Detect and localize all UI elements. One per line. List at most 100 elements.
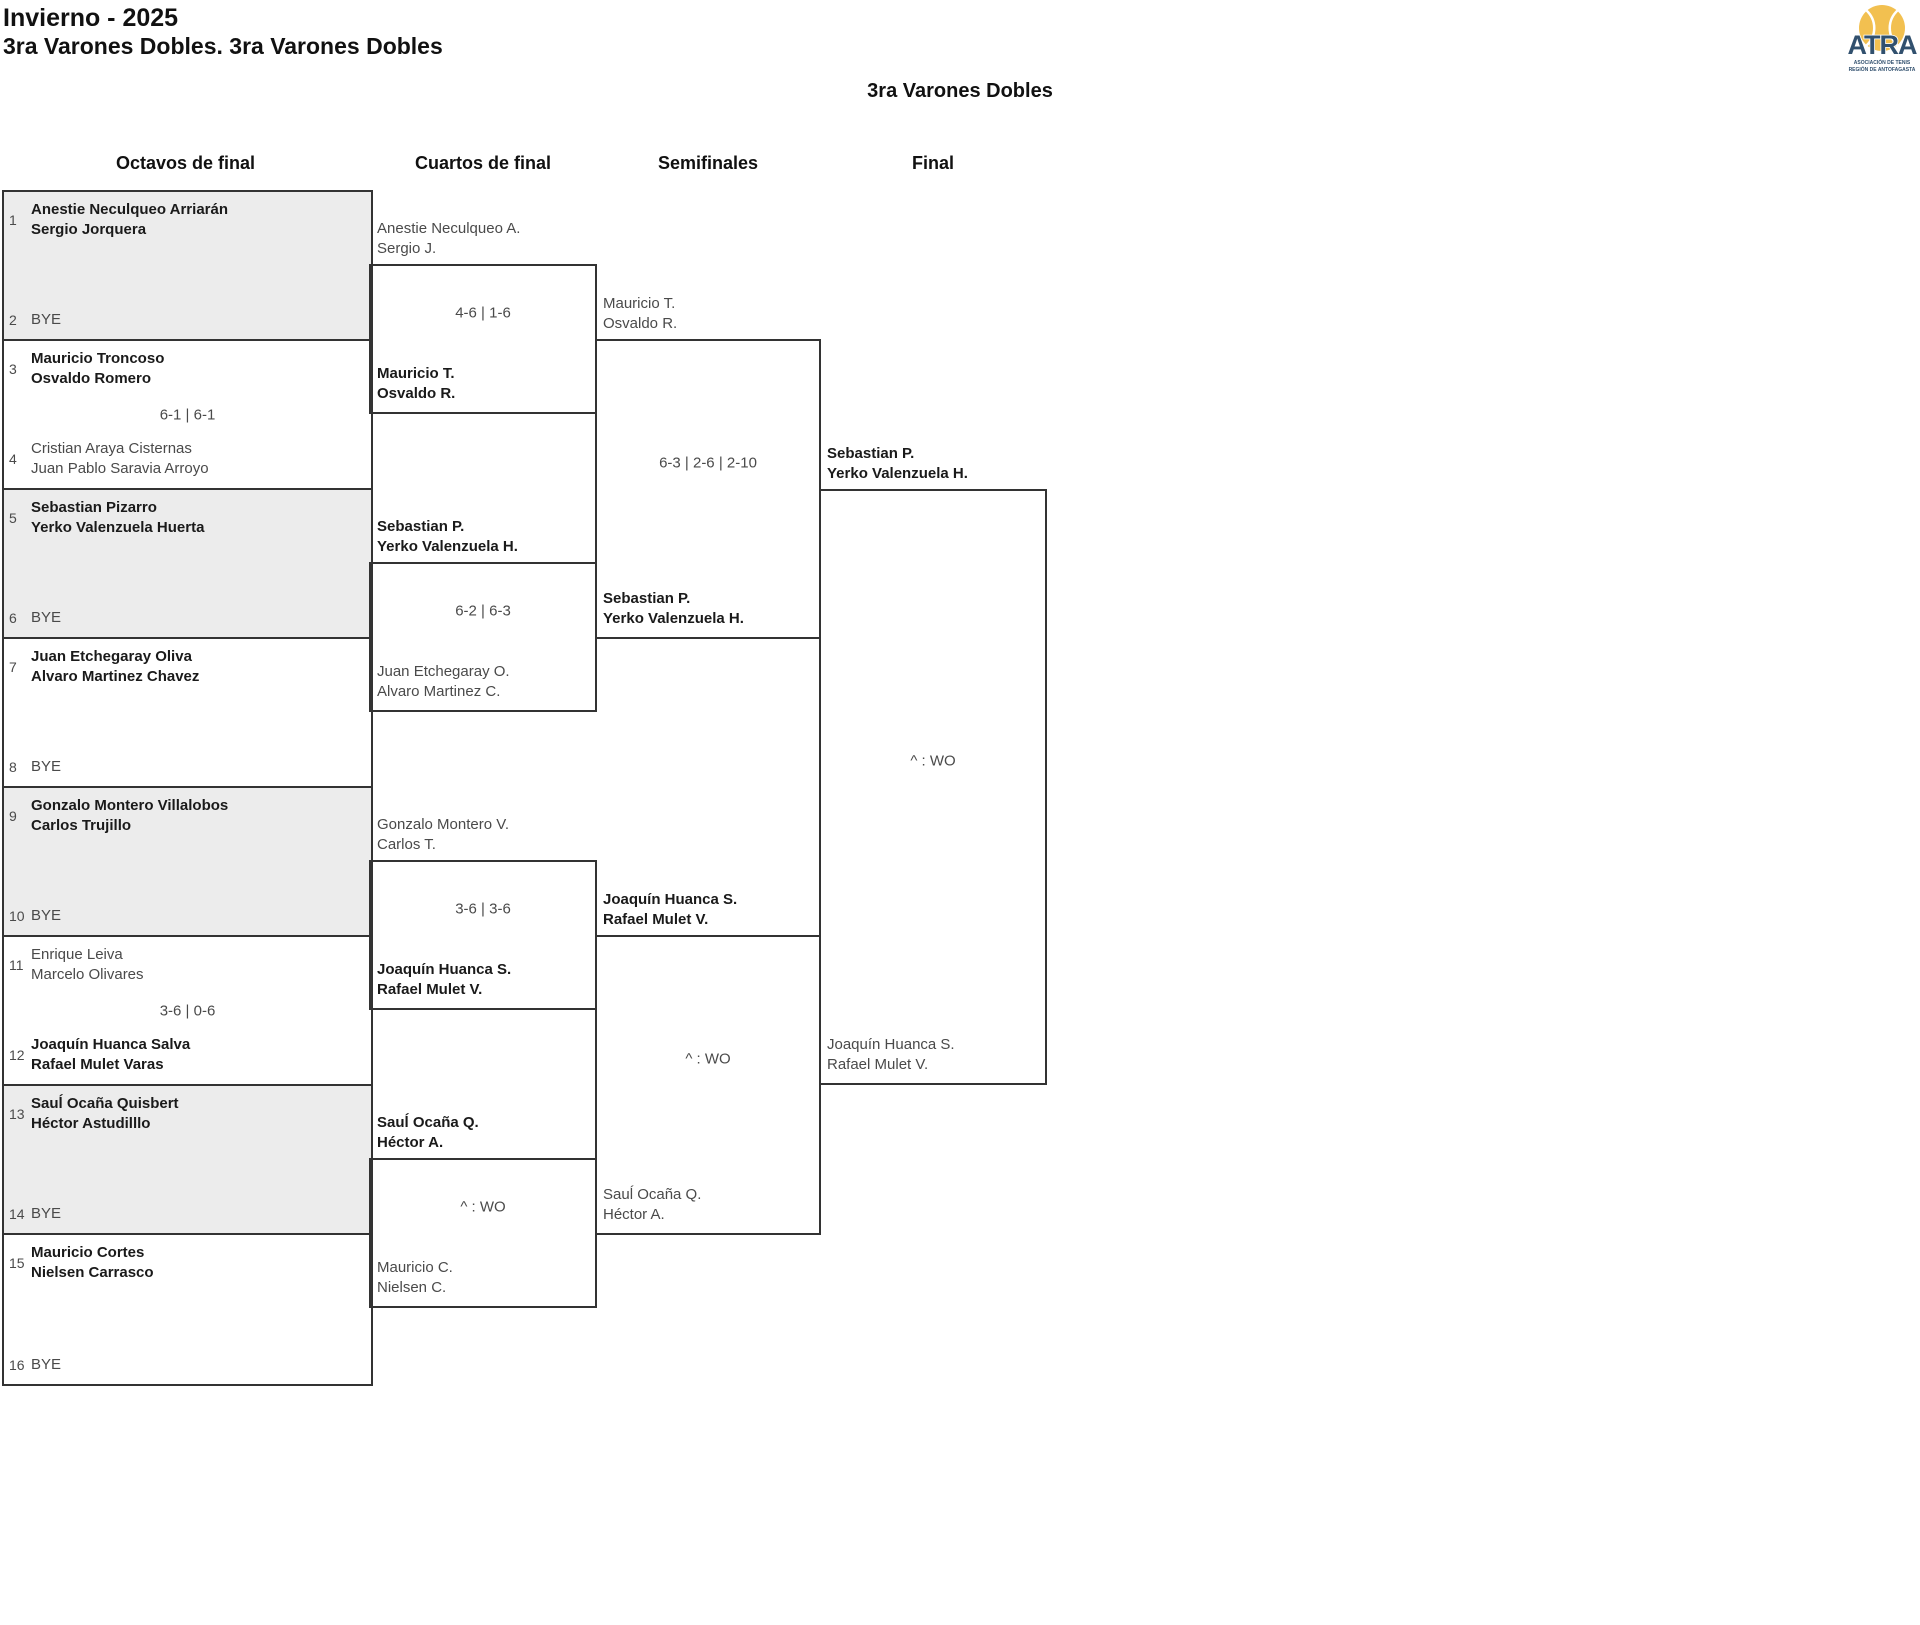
team-name: Anestie Neculqueo A. Sergio J.	[377, 220, 521, 257]
page-subtitle: 3ra Varones Dobles. 3ra Varones Dobles	[3, 33, 443, 59]
team-name: Anestie Neculqueo Arriarán Sergio Jorque…	[31, 201, 228, 238]
team-name: BYE	[31, 758, 62, 775]
seed-number: 6	[9, 610, 17, 626]
team-name: BYE	[31, 311, 62, 328]
seed-number: 13	[9, 1106, 25, 1122]
match-box-octavos-8: 15 Mauricio Cortes Nielsen Carrasco 16 B…	[4, 1235, 371, 1384]
bracket-round-octavos: 1 Anestie Neculqueo Arriarán Sergio Jorq…	[2, 190, 373, 1386]
match-box-octavos-3: 5 Sebastian Pizarro Yerko Valenzuela Hue…	[4, 490, 371, 639]
team-name: Mauricio Cortes Nielsen Carrasco	[31, 1244, 154, 1281]
match-box-semifinal-1: Mauricio T. Osvaldo R. 6-3 | 2-6 | 2-10 …	[595, 295, 821, 639]
seed-number: 2	[9, 312, 17, 328]
seed-number: 10	[9, 908, 25, 924]
match-box-semifinal-2: Joaquín Huanca S. Rafael Mulet V. ^ : WO…	[595, 891, 821, 1235]
team-name: Cristian Araya Cisternas Juan Pablo Sara…	[31, 440, 209, 477]
match-score: ^ : WO	[910, 752, 956, 770]
logo-wordmark: ATRA	[1848, 30, 1917, 60]
team-name: BYE	[31, 609, 62, 626]
team-name: BYE	[31, 907, 62, 924]
team-slot: 3 Mauricio Troncoso Osvaldo Romero	[4, 349, 371, 389]
team-name: Mauricio Troncoso Osvaldo Romero	[31, 350, 165, 387]
seed-number: 8	[9, 759, 17, 775]
team-name: Sauĺ Ocaña Q. Héctor A.	[603, 1186, 702, 1223]
team-slot: 4 Cristian Araya Cisternas Juan Pablo Sa…	[4, 439, 371, 479]
logo-subtitle-1: ASOCIACIÓN DE TENIS	[1854, 58, 1911, 66]
match-score: ^ : WO	[685, 1050, 731, 1068]
seed-number: 15	[9, 1255, 25, 1271]
team-slot: 13 Sauĺ Ocaña Quisbert Héctor Astudilllo	[4, 1094, 371, 1134]
team-slot: 10 BYE	[4, 906, 371, 926]
team-slot: 15 Mauricio Cortes Nielsen Carrasco	[4, 1243, 371, 1283]
match-box-cuartos-4: Sauĺ Ocaña Q. Héctor A. ^ : WO Mauricio …	[369, 1114, 597, 1308]
team-name: Mauricio T. Osvaldo R.	[377, 365, 456, 402]
seed-number: 14	[9, 1206, 25, 1222]
team-name: Joaquín Huanca S. Rafael Mulet V.	[377, 961, 512, 998]
team-name: Enrique Leiva Marcelo Olivares	[31, 946, 144, 983]
match-score: 4-6 | 1-6	[455, 304, 511, 322]
ball-seam	[1865, 9, 1876, 47]
team-slot: 9 Gonzalo Montero Villalobos Carlos Truj…	[4, 796, 371, 836]
seed-number: 5	[9, 510, 17, 526]
team-name: Juan Etchegaray Oliva Alvaro Martinez Ch…	[31, 648, 200, 685]
team-name: Joaquín Huanca Salva Rafael Mulet Varas	[31, 1036, 191, 1073]
match-box-octavos-5: 9 Gonzalo Montero Villalobos Carlos Truj…	[4, 788, 371, 937]
round-header-octavos: Octavos de final	[115, 153, 256, 173]
match-box-cuartos-1: Anestie Neculqueo A. Sergio J. 4-6 | 1-6…	[369, 220, 597, 414]
team-slot: 11 Enrique Leiva Marcelo Olivares	[4, 945, 371, 985]
team-name: Sebastian P. Yerko Valenzuela H.	[377, 518, 518, 555]
seed-number: 3	[9, 361, 17, 377]
ball-seam	[1888, 9, 1899, 47]
team-slot: 8 BYE	[4, 757, 371, 777]
logo-subtitle-2: REGIÓN DE ANTOFAGASTA	[1849, 65, 1916, 73]
bracket-title: 3ra Varones Dobles	[867, 80, 1053, 102]
seed-number: 16	[9, 1357, 25, 1373]
match-score: 6-1 | 6-1	[159, 406, 216, 423]
team-slot: 2 BYE	[4, 310, 371, 330]
match-box-cuartos-3: Gonzalo Montero V. Carlos T. 3-6 | 3-6 J…	[369, 816, 597, 1010]
team-name: Sebastian P. Yerko Valenzuela H.	[603, 590, 744, 627]
match-box-octavos-6: 11 Enrique Leiva Marcelo Olivares 3-6 | …	[4, 937, 371, 1086]
team-name: Joaquín Huanca S. Rafael Mulet V.	[603, 891, 738, 928]
seed-number: 4	[9, 451, 17, 467]
team-name: Juan Etchegaray O. Alvaro Martinez C.	[377, 663, 510, 700]
match-box-octavos-2: 3 Mauricio Troncoso Osvaldo Romero 6-1 |…	[4, 341, 371, 490]
match-score: 3-6 | 0-6	[159, 1002, 216, 1019]
team-name: Gonzalo Montero V. Carlos T.	[377, 816, 510, 853]
match-score: ^ : WO	[460, 1198, 506, 1216]
match-score: 3-6 | 3-6	[455, 900, 511, 918]
team-name: Sebastian P. Yerko Valenzuela H.	[827, 445, 968, 482]
seed-number: 1	[9, 212, 17, 228]
team-slot: 5 Sebastian Pizarro Yerko Valenzuela Hue…	[4, 498, 371, 538]
atra-logo: ATRA ASOCIACIÓN DE TENIS REGIÓN DE ANTOF…	[1847, 5, 1918, 73]
team-slot: 16 BYE	[4, 1355, 371, 1375]
round-header-cuartos: Cuartos de final	[414, 153, 552, 173]
page-title: Invierno - 2025	[3, 4, 179, 32]
seed-number: 7	[9, 659, 17, 675]
team-name: Joaquín Huanca S. Rafael Mulet V.	[827, 1036, 955, 1073]
seed-number: 12	[9, 1047, 25, 1063]
match-score: 6-2 | 6-3	[455, 602, 511, 620]
team-name: BYE	[31, 1205, 62, 1222]
team-slot: 1 Anestie Neculqueo Arriarán Sergio Jorq…	[4, 200, 371, 240]
team-slot: 7 Juan Etchegaray Oliva Alvaro Martinez …	[4, 647, 371, 687]
team-name: Gonzalo Montero Villalobos Carlos Trujil…	[31, 797, 229, 834]
team-name: BYE	[31, 1356, 62, 1373]
match-score: 6-3 | 2-6 | 2-10	[659, 454, 757, 472]
team-slot: 14 BYE	[4, 1204, 371, 1224]
team-name: Mauricio T. Osvaldo R.	[603, 295, 678, 332]
team-name: Sauĺ Ocaña Q. Héctor A.	[377, 1114, 479, 1151]
match-box-octavos-4: 7 Juan Etchegaray Oliva Alvaro Martinez …	[4, 639, 371, 788]
team-slot: 6 BYE	[4, 608, 371, 628]
round-header-final: Final	[911, 153, 954, 173]
match-box-final: Sebastian P. Yerko Valenzuela H. ^ : WO …	[819, 445, 1047, 1085]
seed-number: 11	[9, 957, 24, 973]
team-name: Sauĺ Ocaña Quisbert Héctor Astudilllo	[31, 1095, 179, 1132]
match-box-octavos-7: 13 Sauĺ Ocaña Quisbert Héctor Astudilllo…	[4, 1086, 371, 1235]
match-box-cuartos-2: Sebastian P. Yerko Valenzuela H. 6-2 | 6…	[369, 518, 597, 712]
team-slot: 12 Joaquín Huanca Salva Rafael Mulet Var…	[4, 1035, 371, 1075]
seed-number: 9	[9, 808, 17, 824]
team-name: Sebastian Pizarro Yerko Valenzuela Huert…	[31, 499, 205, 536]
round-header-semifinales: Semifinales	[657, 153, 759, 173]
team-name: Mauricio C. Nielsen C.	[377, 1259, 453, 1296]
